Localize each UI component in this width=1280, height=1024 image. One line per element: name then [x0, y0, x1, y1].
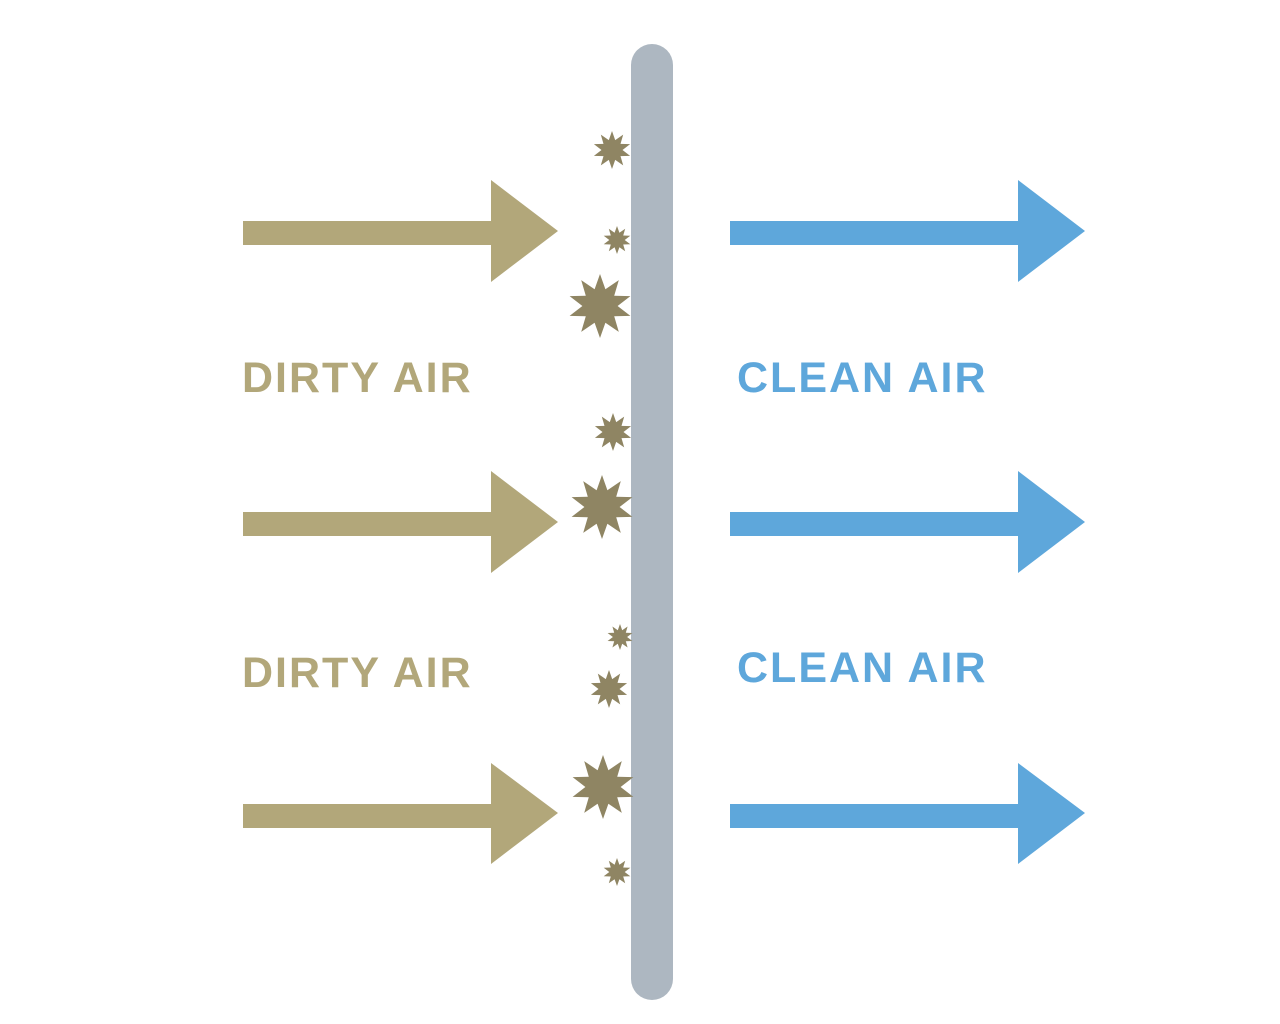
- dirty-air-label: DIRTY AIR: [242, 649, 473, 697]
- dirty-air-label: DIRTY AIR: [242, 354, 473, 402]
- filter-membrane: [631, 44, 673, 1000]
- dust-particle-icon: [569, 274, 631, 338]
- dust-particles: [569, 131, 634, 886]
- dust-particle-icon: [572, 755, 634, 819]
- dust-particle-icon: [603, 858, 631, 886]
- dust-particle-icon: [593, 131, 631, 169]
- dirty-air-arrow-icon: [243, 763, 558, 864]
- dust-particle-icon: [607, 624, 633, 650]
- dust-particle-icon: [603, 226, 631, 254]
- clean-air-arrow-icon: [730, 471, 1085, 573]
- clean-air-arrow-icon: [730, 180, 1085, 282]
- dirty-air-arrow-icon: [243, 180, 558, 282]
- clean-air-arrow-icon: [730, 763, 1085, 864]
- dust-particle-icon: [594, 413, 632, 451]
- dirty-air-arrow-icon: [243, 471, 558, 573]
- clean-air-label: CLEAN AIR: [737, 354, 988, 402]
- clean-air-label: CLEAN AIR: [737, 644, 988, 692]
- dust-particle-icon: [571, 475, 633, 539]
- dust-particle-icon: [590, 670, 628, 708]
